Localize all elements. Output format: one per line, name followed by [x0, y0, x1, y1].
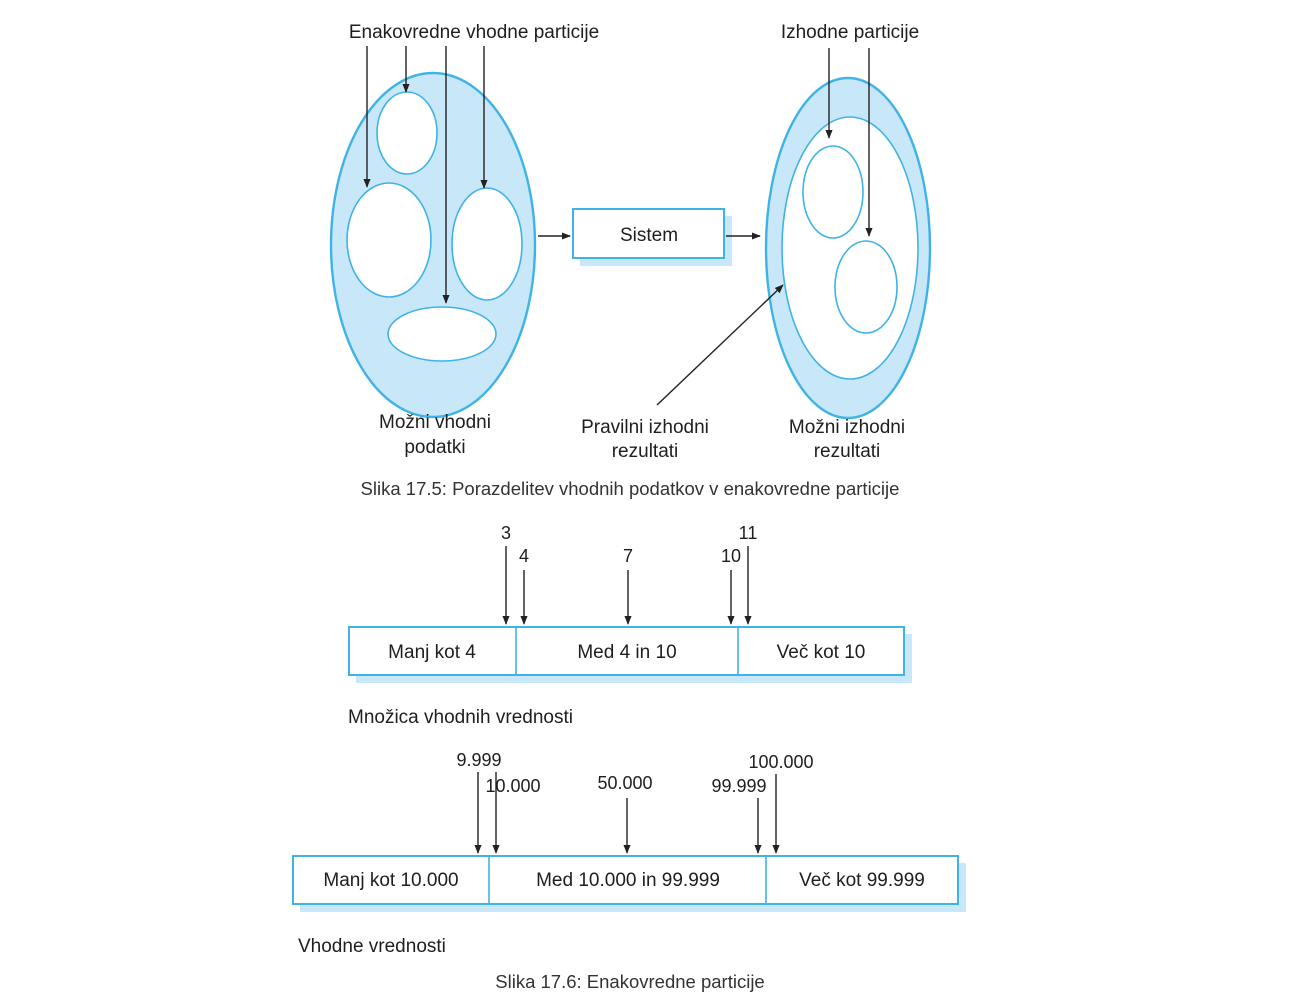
input-partitions-label: Enakovredne vhodne particije: [349, 22, 599, 43]
possible-inputs-label-line1: Možni vhodni: [379, 412, 491, 433]
input-value-set-label: Množica vhodnih vrednosti: [348, 707, 573, 728]
boundary-value-7: 7: [623, 546, 633, 566]
figure-caption-17-5: Slika 17.5: Porazdelitev vhodnih podatko…: [361, 478, 900, 499]
arrow-to-correct-outputs: [656, 284, 784, 406]
input-partition-3: [451, 187, 523, 301]
input-values-figure: 9.999 10.000 50.000 99.999 100.000 Manj …: [292, 750, 966, 957]
input-value-ranges-figure: 3 4 7 10 11 Manj kot 4 Med 4 in 10 Več k…: [348, 523, 912, 728]
input-values-label: Vhodne vrednosti: [298, 936, 446, 957]
system-box: [572, 208, 725, 259]
segment-less-than-4: Manj kot 4: [388, 642, 476, 663]
segment-between-10000-and-99999: Med 10.000 in 99.999: [536, 870, 720, 891]
possible-outputs-label-line1: Možni izhodni: [789, 417, 905, 438]
boundary-value-10000: 10.000: [485, 776, 540, 796]
boundary-value-50000: 50.000: [597, 773, 652, 793]
bottom-range-bar: [292, 855, 959, 905]
boundary-value-100000: 100.000: [748, 752, 813, 772]
top-range-bar: [348, 626, 905, 676]
boundary-value-11: 11: [739, 523, 758, 543]
output-partition-1: [802, 145, 864, 239]
segment-more-than-10: Več kot 10: [777, 642, 866, 663]
figure-caption-17-6: Slika 17.6: Enakovredne particije: [495, 971, 764, 992]
system-label: Sistem: [620, 225, 678, 246]
segment-less-than-10000: Manj kot 10.000: [323, 870, 458, 891]
input-partition-2: [346, 182, 432, 298]
correct-outputs-label-line1: Pravilni izhodni: [581, 417, 709, 438]
correct-outputs-label-line2: rezultati: [612, 441, 679, 462]
possible-inputs-label-line2: podatki: [404, 437, 465, 458]
boundary-value-99999: 99.999: [711, 776, 766, 796]
possible-outputs-label-line2: rezultati: [814, 441, 881, 462]
segment-more-than-99999: Več kot 99.999: [799, 870, 925, 891]
equivalence-partitioning-figure: Enakovredne vhodne particije Sistem Izho…: [329, 22, 932, 462]
boundary-value-3: 3: [501, 523, 511, 543]
segment-between-4-and-10: Med 4 in 10: [577, 642, 676, 663]
input-partition-4: [387, 306, 497, 362]
output-partition-2: [834, 240, 898, 334]
input-partition-1: [376, 91, 438, 175]
boundary-value-10: 10: [721, 546, 741, 566]
boundary-value-4: 4: [519, 546, 529, 566]
output-partitions-label: Izhodne particije: [781, 22, 919, 43]
boundary-value-9999: 9.999: [456, 750, 501, 770]
